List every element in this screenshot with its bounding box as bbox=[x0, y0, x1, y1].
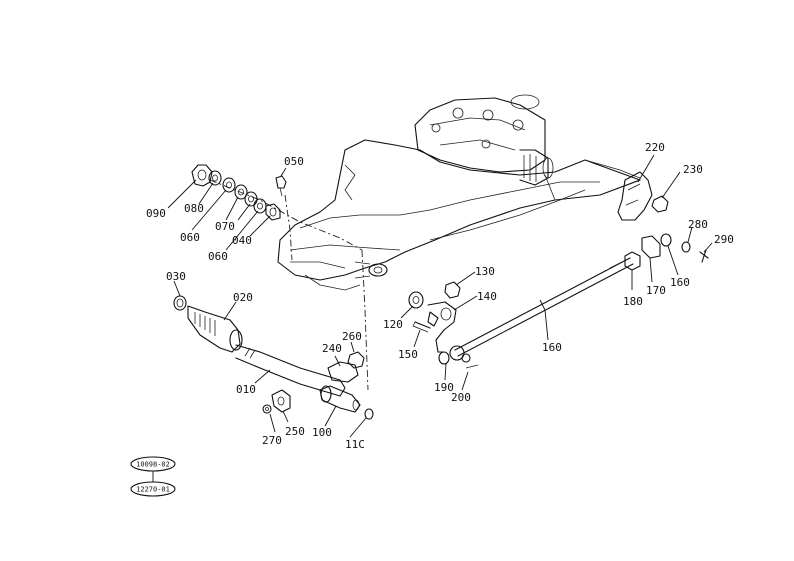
ref-badge-bottom bbox=[130, 481, 176, 497]
label-160-small: 160 bbox=[670, 276, 690, 289]
label-270: 270 bbox=[262, 434, 282, 447]
center-lines bbox=[209, 179, 369, 391]
leader-lines bbox=[167, 154, 713, 438]
label-160-rod: 160 bbox=[542, 341, 562, 354]
label-100: 100 bbox=[312, 426, 332, 439]
label-010: 010 bbox=[236, 383, 256, 396]
label-150: 150 bbox=[398, 348, 418, 361]
shaft-assembly bbox=[173, 295, 374, 420]
label-060-lower: 060 bbox=[208, 250, 228, 263]
ref-code-top: 10098-02 bbox=[136, 461, 170, 469]
part-labels: 090 080 060 070 040 060 050 030 020 010 … bbox=[146, 141, 734, 451]
label-180: 180 bbox=[623, 295, 643, 308]
label-050: 050 bbox=[284, 155, 304, 168]
label-190: 190 bbox=[434, 381, 454, 394]
label-200: 200 bbox=[451, 391, 471, 404]
label-240: 240 bbox=[322, 342, 342, 355]
bracket bbox=[617, 171, 669, 221]
ref-code-bottom: 12270-01 bbox=[136, 486, 170, 494]
label-230: 230 bbox=[683, 163, 703, 176]
label-290: 290 bbox=[714, 233, 734, 246]
label-120: 120 bbox=[383, 318, 403, 331]
label-220: 220 bbox=[645, 141, 665, 154]
transmission-housing bbox=[277, 94, 641, 291]
label-020: 020 bbox=[233, 291, 253, 304]
label-170: 170 bbox=[646, 284, 666, 297]
label-030: 030 bbox=[166, 270, 186, 283]
label-090: 090 bbox=[146, 207, 166, 220]
label-060-upper: 060 bbox=[180, 231, 200, 244]
center-linkage bbox=[408, 281, 461, 353]
control-rod bbox=[438, 233, 709, 369]
label-260: 260 bbox=[342, 330, 362, 343]
label-110: 11C bbox=[345, 438, 365, 451]
washer-stack bbox=[191, 164, 287, 221]
label-080: 080 bbox=[184, 202, 204, 215]
label-250: 250 bbox=[285, 425, 305, 438]
label-040: 040 bbox=[232, 234, 252, 247]
label-140: 140 bbox=[477, 290, 497, 303]
label-070: 070 bbox=[215, 220, 235, 233]
label-130: 130 bbox=[475, 265, 495, 278]
reference-codes: 10098-02 12270-01 bbox=[130, 456, 176, 497]
label-280: 280 bbox=[688, 218, 708, 231]
